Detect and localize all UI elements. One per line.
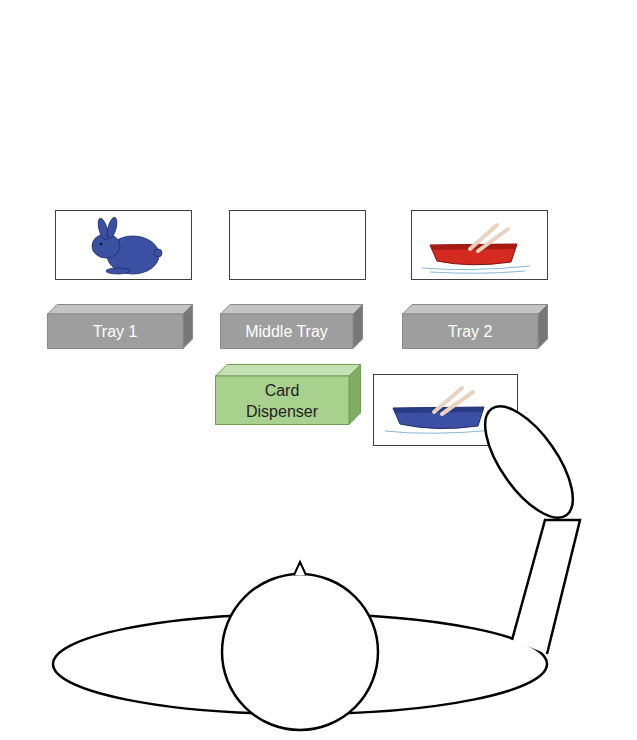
- dispenser-box: Card Dispenser: [215, 364, 361, 425]
- box-face-area: Middle Tray: [220, 314, 353, 349]
- box-face: [216, 365, 361, 377]
- tray-box: Tray 2: [402, 304, 548, 349]
- box-face: [48, 314, 184, 349]
- box-face: [353, 305, 363, 349]
- box-face: [183, 305, 193, 349]
- person: [53, 393, 589, 730]
- tray-box: Middle Tray: [220, 304, 363, 349]
- box-face: [221, 314, 354, 349]
- box-face: [221, 305, 363, 315]
- empty-card: [230, 211, 366, 280]
- box-face: [216, 376, 350, 425]
- box-label: Card Dispenser: [245, 380, 319, 422]
- rabbit-card: [56, 211, 192, 280]
- tray-box: Tray 1: [47, 304, 193, 349]
- box-face-area: Tray 1: [47, 314, 183, 349]
- red-boat-card: [412, 211, 548, 280]
- box-face-area: Tray 2: [402, 314, 538, 349]
- box-label: Tray 2: [448, 323, 493, 341]
- box-face: [403, 314, 539, 349]
- box-label: Tray 1: [93, 323, 138, 341]
- box-face-area: Card Dispenser: [215, 376, 349, 425]
- box-face: [403, 305, 548, 315]
- box-face: [538, 305, 548, 349]
- box-face: [349, 365, 361, 425]
- box-face: [48, 305, 193, 315]
- box-label: Middle Tray: [245, 323, 328, 341]
